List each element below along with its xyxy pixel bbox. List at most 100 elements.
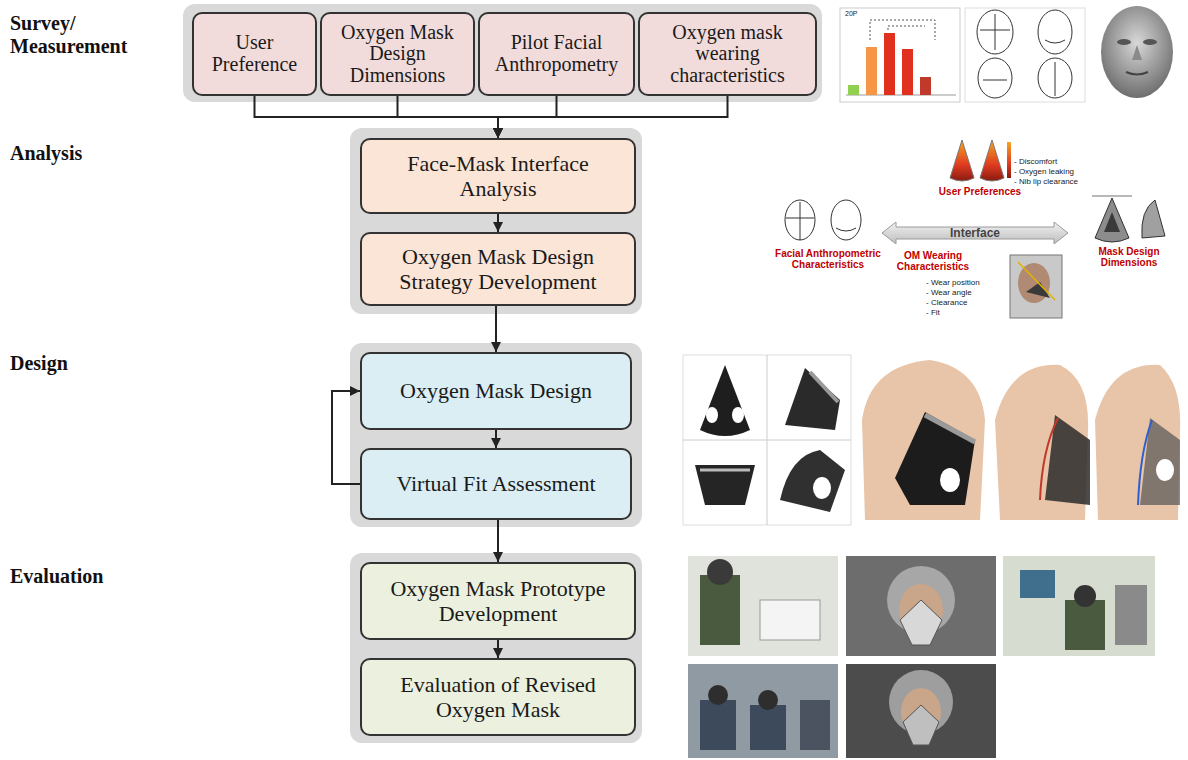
group-panel — [350, 343, 642, 527]
flow-arrow — [497, 640, 499, 658]
mask-pressure-image — [1007, 142, 1011, 178]
wearing-photo — [1018, 262, 1055, 300]
head-drawing — [965, 8, 1085, 102]
virtual-fit-faces — [862, 360, 1180, 520]
evaluation-photo — [1065, 600, 1105, 650]
group-panel — [183, 4, 822, 102]
evaluation-photo — [900, 600, 942, 645]
row-heading: Evaluation — [10, 565, 175, 588]
mask-cad-views — [785, 368, 840, 430]
double-arrow-shape — [882, 222, 1068, 244]
virtual-fit-faces — [1138, 420, 1152, 505]
face-scan-image — [1117, 39, 1131, 45]
figure-caption: User Preferences — [930, 186, 1030, 197]
mask-cad-views — [700, 469, 750, 472]
node-text: Pilot Facial Anthropometry — [486, 32, 627, 75]
wearing-photo — [1026, 282, 1050, 298]
node-text: Oxygen Mask Prototype Development — [370, 576, 626, 627]
evaluation-photo — [903, 705, 939, 745]
flow-arrow — [332, 391, 360, 484]
bullet-item: - Wear angle — [926, 288, 1006, 297]
mask-cad-views — [780, 450, 845, 512]
virtual-fit-faces — [1095, 365, 1180, 520]
evaluation-photo — [760, 600, 820, 640]
evaluation-photo — [1020, 570, 1055, 598]
evaluation-photo — [1115, 585, 1147, 645]
wearing-photo — [1010, 255, 1062, 318]
bar-chart-image — [848, 85, 859, 95]
virtual-fit-faces — [862, 360, 985, 520]
face-scan-image — [1101, 6, 1173, 98]
figure-caption: OM Wearing Characteristics — [878, 250, 988, 272]
mask-pressure-image — [950, 140, 974, 181]
bar-chart-image — [866, 47, 877, 95]
bar-chart-image — [840, 8, 960, 102]
flow-arrow — [497, 214, 499, 232]
mask-cad-views — [683, 355, 851, 525]
flow-arrow — [398, 96, 499, 138]
evaluation-photo — [758, 690, 778, 710]
face-scan-image — [1143, 39, 1157, 45]
flow-arrow — [498, 96, 728, 138]
group-panel — [183, 4, 822, 743]
bullet-item: - Clearance — [926, 298, 1006, 307]
chart-label: 20P — [845, 10, 875, 17]
evaluation-box: Oxygen Mask Prototype Development — [360, 562, 636, 640]
figure-caption: Mask Design Dimensions — [1072, 246, 1186, 268]
evaluation-photo — [700, 700, 736, 750]
node-text: Virtual Fit Assessment — [396, 471, 595, 496]
head-drawing — [1055, 62, 1056, 96]
mask-pressure-image — [950, 140, 1011, 181]
group-panel — [350, 553, 642, 743]
mask-pressure-image — [980, 140, 1004, 181]
virtual-fit-faces — [895, 412, 975, 505]
wearing-photo — [1010, 255, 1062, 318]
head-drawing — [983, 80, 1007, 81]
mask-cad-views — [683, 355, 851, 525]
mask-dimension-image — [1095, 198, 1129, 242]
survey-box: Oxygen mask wearing characteristics — [638, 12, 817, 96]
mask-dimension-image — [1092, 196, 1165, 242]
virtual-fit-faces — [1040, 418, 1058, 500]
bar-chart-image — [920, 77, 931, 95]
bar-chart-image — [884, 33, 895, 95]
mask-dimension-image — [1104, 212, 1120, 232]
flow-arrow — [495, 430, 497, 448]
bullet-item: - Oxygen leaking — [1014, 167, 1094, 176]
bar-chart-image — [902, 49, 913, 95]
evaluation-photo — [688, 664, 838, 758]
mask-dimension-image — [1092, 196, 1132, 197]
node-text: Face-Mask Interface Analysis — [370, 151, 626, 202]
bullet-item: - Fit — [926, 308, 1006, 317]
node-text: Interface — [950, 226, 1000, 240]
virtual-fit-faces — [925, 415, 975, 442]
analysis-heads — [800, 202, 801, 240]
bullet-item: - Nib lip clearance — [1014, 177, 1094, 186]
head-drawing — [965, 8, 1085, 102]
bullet-item: - Wear position — [926, 278, 1006, 287]
evaluation-photo — [846, 556, 996, 656]
face-scan-image — [1093, 4, 1181, 104]
row-heading: Analysis — [10, 142, 175, 165]
face-scan-image — [1093, 4, 1181, 104]
mask-cad-views — [700, 365, 750, 436]
mask-cad-views — [695, 465, 755, 505]
head-drawing — [1038, 10, 1072, 54]
row-heading: Design — [10, 352, 175, 375]
face-scan-image — [1126, 72, 1148, 75]
survey-box: Pilot Facial Anthropometry — [478, 12, 635, 96]
node-text: Oxygen mask wearing characteristics — [646, 22, 809, 87]
head-drawing — [977, 10, 1013, 54]
head-drawing — [1038, 58, 1072, 98]
head-drawing — [978, 58, 1012, 98]
virtual-fit-faces — [1140, 418, 1180, 505]
evaluation-photo — [846, 664, 996, 758]
evaluation-box: Evaluation of Revised Oxygen Mask — [360, 658, 636, 736]
evaluation-photo — [688, 556, 1155, 758]
survey-box: User Preference — [192, 12, 317, 96]
face-scan-image — [1132, 45, 1142, 60]
flow-arrow — [495, 306, 497, 352]
analysis-heads — [785, 200, 815, 240]
group-panel — [350, 128, 642, 314]
